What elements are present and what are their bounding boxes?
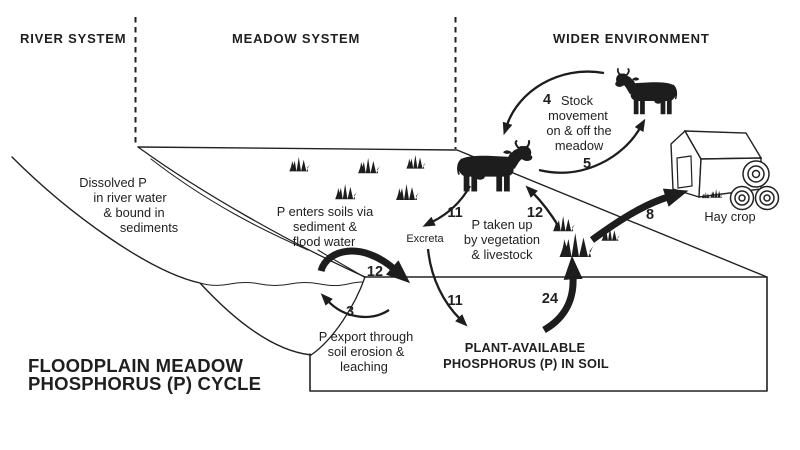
- label-excreta: Excreta: [406, 233, 444, 245]
- river-bank-lip-end: [317, 249, 365, 278]
- label-line: P export through: [319, 329, 413, 344]
- flux-uptake-by-vegetation: 12: [527, 205, 543, 221]
- grass-icon: [358, 158, 381, 174]
- barn-door: [676, 155, 693, 189]
- arrow-livestock-to-excreta: [422, 185, 472, 227]
- flux-uptake-to-excreta: 11: [447, 205, 462, 221]
- label-line: Stock: [561, 93, 594, 108]
- flux-arrows: [317, 70, 689, 334]
- label-line: flood water: [293, 234, 356, 249]
- label-p-export: P export through soil erosion & leaching: [319, 329, 413, 374]
- label-stock-movement: Stock movement on & off the meadow: [546, 93, 611, 153]
- meadow-surface-line: [137, 146, 768, 278]
- label-line: sediment &: [293, 219, 357, 234]
- water-surface-line: [199, 281, 364, 286]
- hay-bale: [754, 185, 780, 211]
- header-meadow-system: MEADOW SYSTEM: [232, 31, 360, 46]
- arrow-excreta-to-soil: [426, 248, 468, 327]
- flux-flood-input: 12: [367, 264, 383, 280]
- hay-bale: [729, 185, 755, 211]
- arrow-export-to-river: [320, 293, 390, 318]
- header-river-system: RIVER SYSTEM: [20, 31, 126, 46]
- flux-values: 4 5 8 11 12 11 24 12 3: [346, 92, 654, 320]
- arrow-stock-onto-meadow: [538, 118, 646, 174]
- label-line: in river water: [93, 190, 167, 205]
- hay-bale: [742, 160, 770, 188]
- diagram-title: FLOODPLAIN MEADOW PHOSPHORUS (P) CYCLE: [28, 355, 261, 394]
- grass-icon: [289, 157, 311, 172]
- title-line: FLOODPLAIN MEADOW: [28, 355, 243, 376]
- label-line: soil erosion &: [328, 344, 405, 359]
- label-line: P enters soils via: [277, 204, 374, 219]
- label-line: PLANT-AVAILABLE: [465, 340, 586, 355]
- soil-box-outline: [309, 276, 768, 392]
- arrow-uptake-to-livestock: [525, 185, 560, 228]
- label-line: & livestock: [471, 247, 533, 262]
- river-near-bank-line: [137, 146, 366, 278]
- label-line: sediments: [120, 220, 178, 235]
- label-line: on & off the: [546, 123, 611, 138]
- label-line: Dissolved P: [79, 175, 147, 190]
- label-hay-crop: Hay crop: [704, 209, 755, 224]
- arrow-stock-off-meadow: [502, 70, 605, 136]
- label-soil-pool: PLANT-AVAILABLE PHOSPHORUS (P) IN SOIL: [443, 340, 609, 371]
- label-dissolved-p: Dissolved P in river water & bound in se…: [79, 175, 178, 235]
- cow-off-meadow-icon: [614, 68, 678, 116]
- hay-barn: [670, 129, 763, 198]
- river-channel-wall: [310, 276, 366, 356]
- label-line: & bound in: [103, 205, 164, 220]
- cow-on-meadow-icon: [456, 139, 534, 193]
- grass-icon: [396, 184, 420, 200]
- label-p-taken-up: P taken up by vegetation & livestock: [464, 217, 540, 262]
- flux-soil-to-plants: 24: [542, 291, 558, 307]
- landscape-lines: [11, 146, 768, 392]
- label-line: meadow: [555, 138, 604, 153]
- flux-export-erosion: 3: [346, 304, 354, 320]
- flux-excreta-to-soil: 11: [447, 293, 462, 309]
- header-wider-environment: WIDER ENVIRONMENT: [553, 31, 710, 46]
- hay-bales-icon: [729, 160, 780, 211]
- arrow-flood-input: [317, 247, 411, 284]
- label-line: P taken up: [472, 217, 533, 232]
- grass-icon: [559, 233, 596, 257]
- arrow-soil-to-plants: [542, 255, 583, 334]
- flux-stock-on: 5: [583, 156, 591, 172]
- grass-icon: [406, 155, 427, 169]
- flux-hay-export: 8: [646, 207, 654, 223]
- river-bank-lip-line: [150, 158, 309, 251]
- label-p-enters-soils: P enters soils via sediment & flood wate…: [277, 204, 374, 249]
- label-line: PHOSPHORUS (P) IN SOIL: [443, 356, 609, 371]
- arrow-hay-export: [589, 188, 689, 243]
- label-line: by vegetation: [464, 232, 540, 247]
- label-line: leaching: [340, 359, 388, 374]
- title-line: PHOSPHORUS (P) CYCLE: [28, 373, 261, 394]
- grass-icon: [335, 184, 358, 200]
- flux-stock-off: 4: [543, 92, 551, 108]
- river-far-bank-line: [11, 156, 312, 356]
- label-line: movement: [548, 108, 608, 123]
